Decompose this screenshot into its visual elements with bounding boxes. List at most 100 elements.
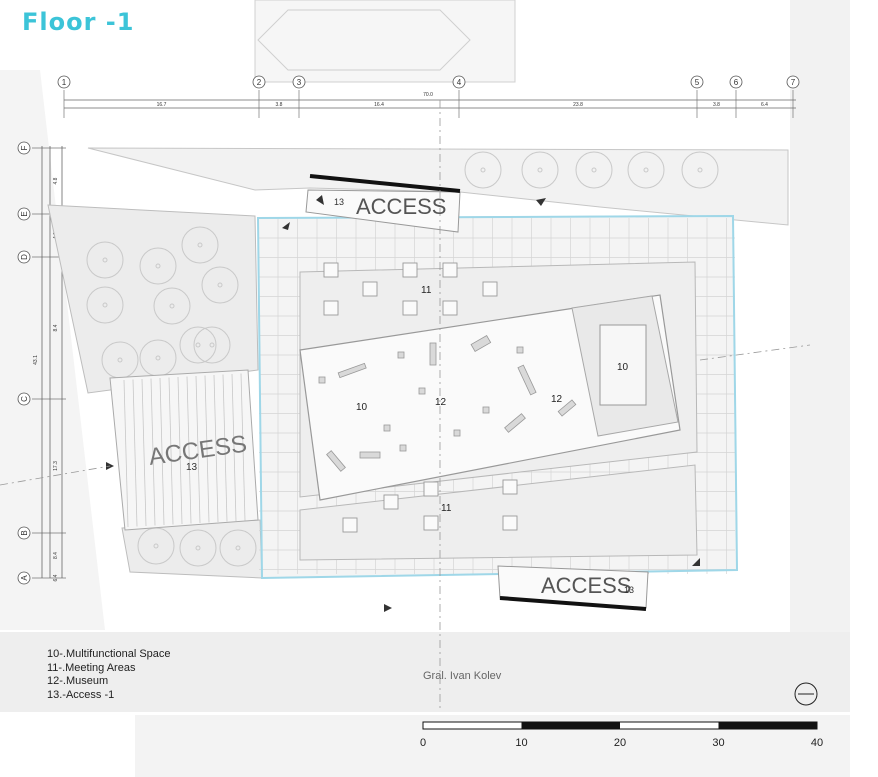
column-spacing: 16.4	[374, 102, 384, 108]
tree-trunk	[235, 545, 241, 551]
tree	[627, 151, 665, 189]
column-label: 5	[695, 78, 700, 87]
row-bubble	[17, 141, 31, 155]
tree	[86, 286, 124, 324]
legend-item: 10-.Multifunctional Space	[47, 648, 171, 660]
tree	[193, 326, 231, 364]
tree-trunk	[195, 545, 201, 551]
tree-trunk	[102, 257, 108, 263]
access-number-west: 13	[186, 462, 198, 473]
row-label: E	[20, 211, 29, 216]
tree-trunk	[153, 543, 159, 549]
column-label: 6	[734, 78, 739, 87]
column-bubble	[57, 75, 71, 89]
scale-segment	[718, 722, 817, 729]
row-bubble	[17, 392, 31, 406]
stair-tread	[150, 378, 156, 526]
tree	[521, 151, 559, 189]
street-name: Gral. Ivan Kolev	[423, 670, 502, 682]
row-label: F	[20, 145, 29, 150]
row-bubble	[17, 250, 31, 264]
west-garden	[47, 204, 259, 394]
tree	[681, 151, 719, 189]
row-spacing: 4.8	[53, 177, 59, 184]
museum-exhibits	[318, 334, 577, 472]
legend-item: 11-.Meeting Areas	[47, 661, 136, 674]
north-sidewalk	[87, 147, 789, 226]
room-10-west: 10	[356, 402, 368, 413]
row-label: C	[20, 396, 29, 402]
hall-stage	[599, 324, 647, 406]
column-spacing: 6.4	[761, 102, 768, 108]
access-number-north: 13	[334, 197, 344, 207]
column-spacing: 23.8	[573, 102, 583, 108]
scale-tick-label: 40	[811, 737, 823, 749]
row-label: A	[20, 575, 29, 581]
neighbor-building	[254, 0, 516, 83]
access-label-south: ACCESS	[541, 573, 631, 598]
tree	[179, 529, 217, 567]
column-spacing: 3.8	[713, 102, 720, 108]
tree-trunk	[117, 357, 123, 363]
tree-trunk	[209, 342, 215, 348]
tree	[139, 247, 177, 285]
overall-depth: 43.1	[33, 355, 39, 365]
row-spacing: 8.4	[53, 324, 59, 331]
access-number-south: 13	[624, 585, 634, 595]
north-access-wall	[309, 174, 461, 193]
stair-tread	[195, 375, 201, 524]
column-label: 2	[257, 78, 262, 87]
row-bubble	[17, 526, 31, 540]
row-label: D	[20, 254, 29, 260]
meeting-tables	[323, 262, 518, 533]
tree	[201, 266, 239, 304]
overall-width: 70.0	[423, 92, 433, 98]
tree	[179, 326, 217, 364]
scale-segment	[521, 722, 620, 729]
stair-tread	[240, 373, 246, 521]
row-bubble	[17, 571, 31, 585]
legend-item: 12-.Museum	[47, 675, 109, 687]
west-access-stairs	[109, 369, 259, 531]
tree-trunk	[155, 263, 161, 269]
neighbor-roof	[257, 9, 471, 71]
column-bubble	[292, 75, 306, 89]
legend-item: 13.-Access -1	[47, 688, 115, 701]
room-10-east: 10	[617, 362, 629, 373]
row-label: B	[20, 530, 29, 535]
column-bubble	[786, 75, 800, 89]
floor-title: Floor -1	[22, 8, 135, 36]
column-spacing: 3.8	[276, 102, 283, 108]
north-access-ramp	[305, 189, 461, 233]
room-11-north: 11	[421, 285, 432, 296]
scale-tick-label: 30	[712, 737, 724, 749]
stair-tread	[186, 376, 192, 524]
tree-trunk	[537, 167, 543, 173]
column-label: 3	[297, 78, 302, 87]
stair-tread	[141, 378, 147, 527]
tree-trunk	[217, 282, 223, 288]
column-label: 7	[791, 78, 796, 87]
row-spacing: 8.4	[53, 552, 59, 559]
legend: 10-.Multifunctional Space 11-.Meeting Ar…	[47, 648, 171, 702]
column-spacing: 16.7	[157, 102, 167, 108]
room-11-south: 11	[441, 503, 452, 514]
north-arrow	[794, 682, 818, 706]
tree-trunk	[697, 167, 703, 173]
row-spacing: 6.4	[53, 574, 59, 581]
stair-tread	[213, 374, 219, 523]
street-area	[0, 632, 850, 712]
column-bubble	[252, 75, 266, 89]
column-label: 1	[62, 78, 67, 87]
scale-tick-label: 20	[614, 737, 626, 749]
tree	[153, 287, 191, 325]
column-label: 4	[457, 78, 462, 87]
tree-trunk	[195, 342, 201, 348]
tree	[181, 226, 219, 264]
column-bubble	[690, 75, 704, 89]
stair-tread	[204, 375, 210, 523]
right-ground	[790, 0, 850, 632]
meeting-zone-south	[299, 464, 698, 561]
